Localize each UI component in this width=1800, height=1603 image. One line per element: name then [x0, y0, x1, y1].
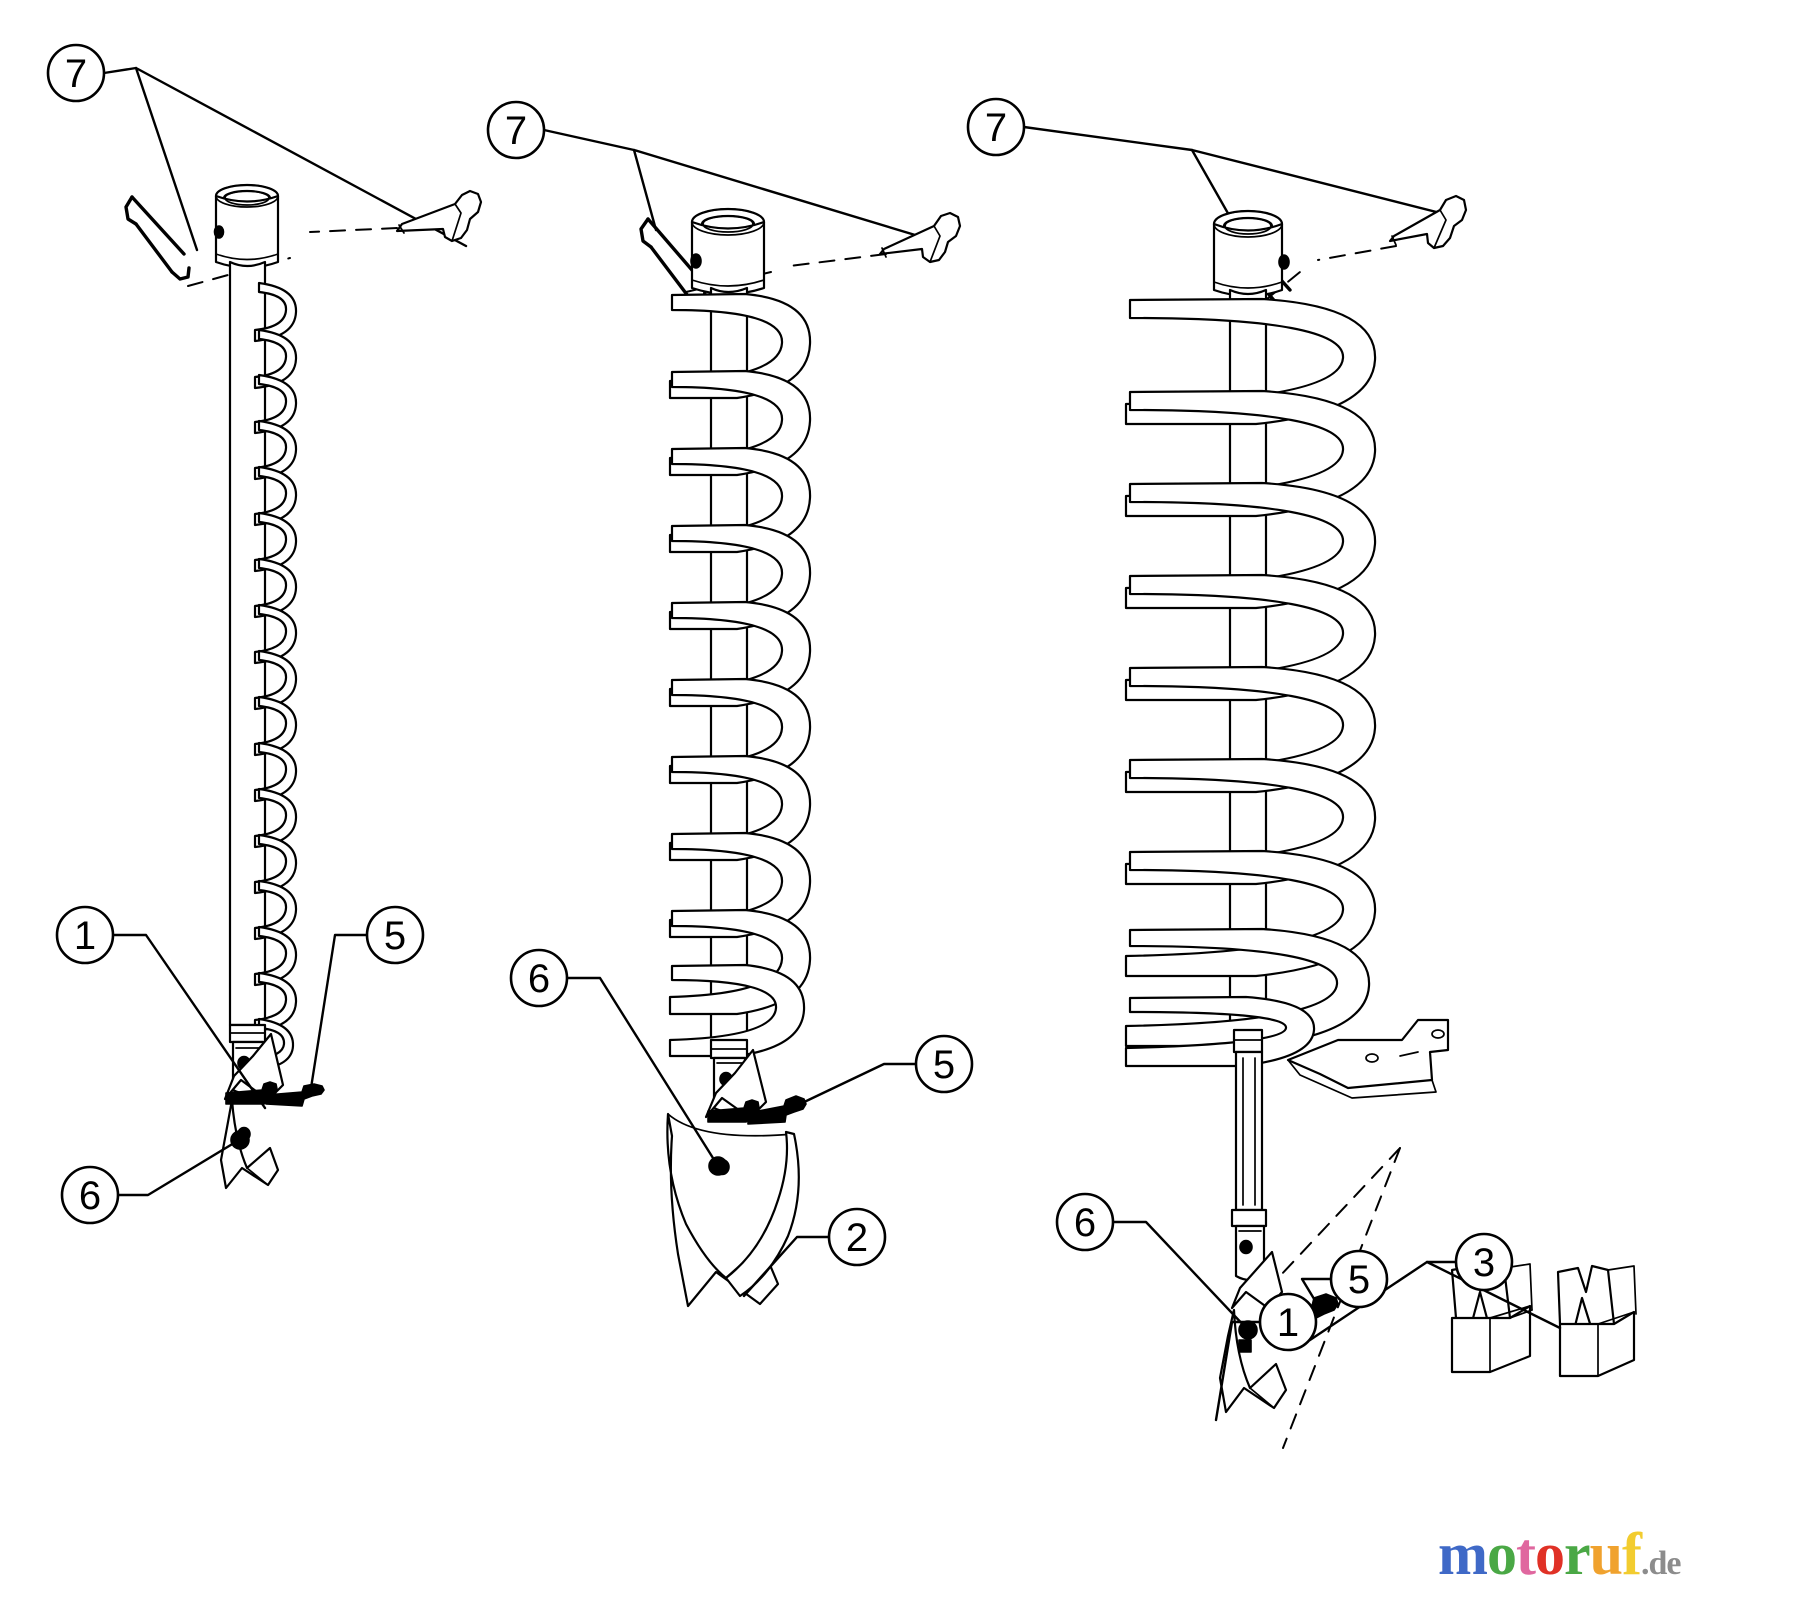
leader-middle-5 [798, 1062, 918, 1106]
callout-balloon-1[interactable]: 1 [55, 905, 115, 965]
leader-left-5 [309, 933, 369, 1090]
leader-right-1 [1214, 1320, 1262, 1422]
hitch-pin-middle [878, 211, 962, 264]
auger-point-right [1218, 1308, 1288, 1414]
bolt-middle [707, 1095, 807, 1125]
callout-balloon-label: 1 [74, 914, 96, 958]
watermark-letter: f [1621, 1521, 1642, 1587]
callout-balloon-7[interactable]: 7 [46, 43, 106, 103]
callout-balloon-label: 1 [1277, 1301, 1299, 1345]
callout-balloon-7[interactable]: 7 [486, 100, 546, 160]
leader-middle-2 [742, 1235, 831, 1298]
callout-balloon-label: 7 [505, 109, 527, 153]
auger-point-middle [666, 1112, 800, 1308]
spring-clip-left [124, 195, 191, 281]
dash-left-pin [309, 227, 398, 233]
dash-middle-pin [789, 253, 887, 267]
assembly-right: 7 6 1 5 3 [966, 97, 1637, 1449]
callout-balloon-1[interactable]: 1 [1258, 1292, 1318, 1352]
leader-right-3 [1308, 1260, 1562, 1342]
dash-right-tooth [1279, 1147, 1401, 1277]
callout-balloon-label: 2 [846, 1216, 868, 1260]
callout-balloon-label: 6 [79, 1174, 101, 1218]
bolt-left [225, 1081, 325, 1107]
tooth-holder-b [1556, 1264, 1637, 1378]
hitch-pin-right [1388, 194, 1468, 250]
leader-middle-7 [542, 128, 947, 246]
callout-balloon-7[interactable]: 7 [966, 97, 1026, 157]
leader-left-6 [116, 1130, 250, 1197]
auger-point-left [219, 1098, 280, 1190]
watermark-letter: o [1486, 1521, 1517, 1587]
watermark-letter: t [1515, 1521, 1536, 1587]
auger-flights-left [253, 281, 298, 1072]
auger-head-right [1212, 209, 1290, 298]
callout-balloon-label: 5 [1348, 1258, 1370, 1302]
callout-balloon-2[interactable]: 2 [827, 1207, 887, 1267]
callout-balloon-label: 7 [65, 52, 87, 96]
assembly-left: 7 1 5 6 [46, 43, 483, 1225]
assembly-middle: 7 6 5 2 [486, 100, 974, 1308]
callout-balloon-label: 3 [1473, 1241, 1495, 1285]
callout-balloon-label: 5 [933, 1043, 955, 1087]
callout-balloon-label: 5 [384, 914, 406, 958]
callout-balloon-3[interactable]: 3 [1454, 1232, 1514, 1292]
callout-balloon-6[interactable]: 6 [509, 948, 569, 1008]
blade-plates-right [1286, 1018, 1450, 1099]
dash-right-pin [1317, 245, 1397, 261]
auger-shaft-left [228, 260, 267, 1027]
auger-lower-collar-right [1230, 1028, 1268, 1282]
leader-middle-6 [565, 976, 728, 1176]
motoruf-watermark: motoruf.de [1438, 1520, 1681, 1589]
watermark-letter: u [1589, 1521, 1623, 1587]
callout-balloon-6[interactable]: 6 [1055, 1192, 1115, 1252]
callout-balloon-5[interactable]: 5 [914, 1034, 974, 1094]
leader-left-1 [111, 933, 267, 1110]
callout-balloon-6[interactable]: 6 [60, 1165, 120, 1225]
leader-right-5 [1300, 1277, 1333, 1314]
watermark-letter: o [1534, 1521, 1565, 1587]
auger-flights-middle [668, 292, 812, 1058]
hitch-pin-left [395, 189, 483, 243]
watermark-suffix: .de [1640, 1545, 1681, 1582]
auger-flights-right [1124, 297, 1377, 1068]
callout-balloon-label: 6 [528, 957, 550, 1001]
callout-balloon-label: 7 [985, 106, 1007, 150]
watermark-letter: m [1438, 1521, 1488, 1587]
auger-head-left [213, 183, 280, 269]
callout-balloon-5[interactable]: 5 [1329, 1249, 1389, 1309]
leader-left-7 [102, 66, 468, 252]
auger-head-middle [690, 207, 766, 296]
callout-balloon-label: 6 [1074, 1201, 1096, 1245]
callout-balloon-5[interactable]: 5 [365, 905, 425, 965]
watermark-letter: r [1563, 1521, 1591, 1587]
